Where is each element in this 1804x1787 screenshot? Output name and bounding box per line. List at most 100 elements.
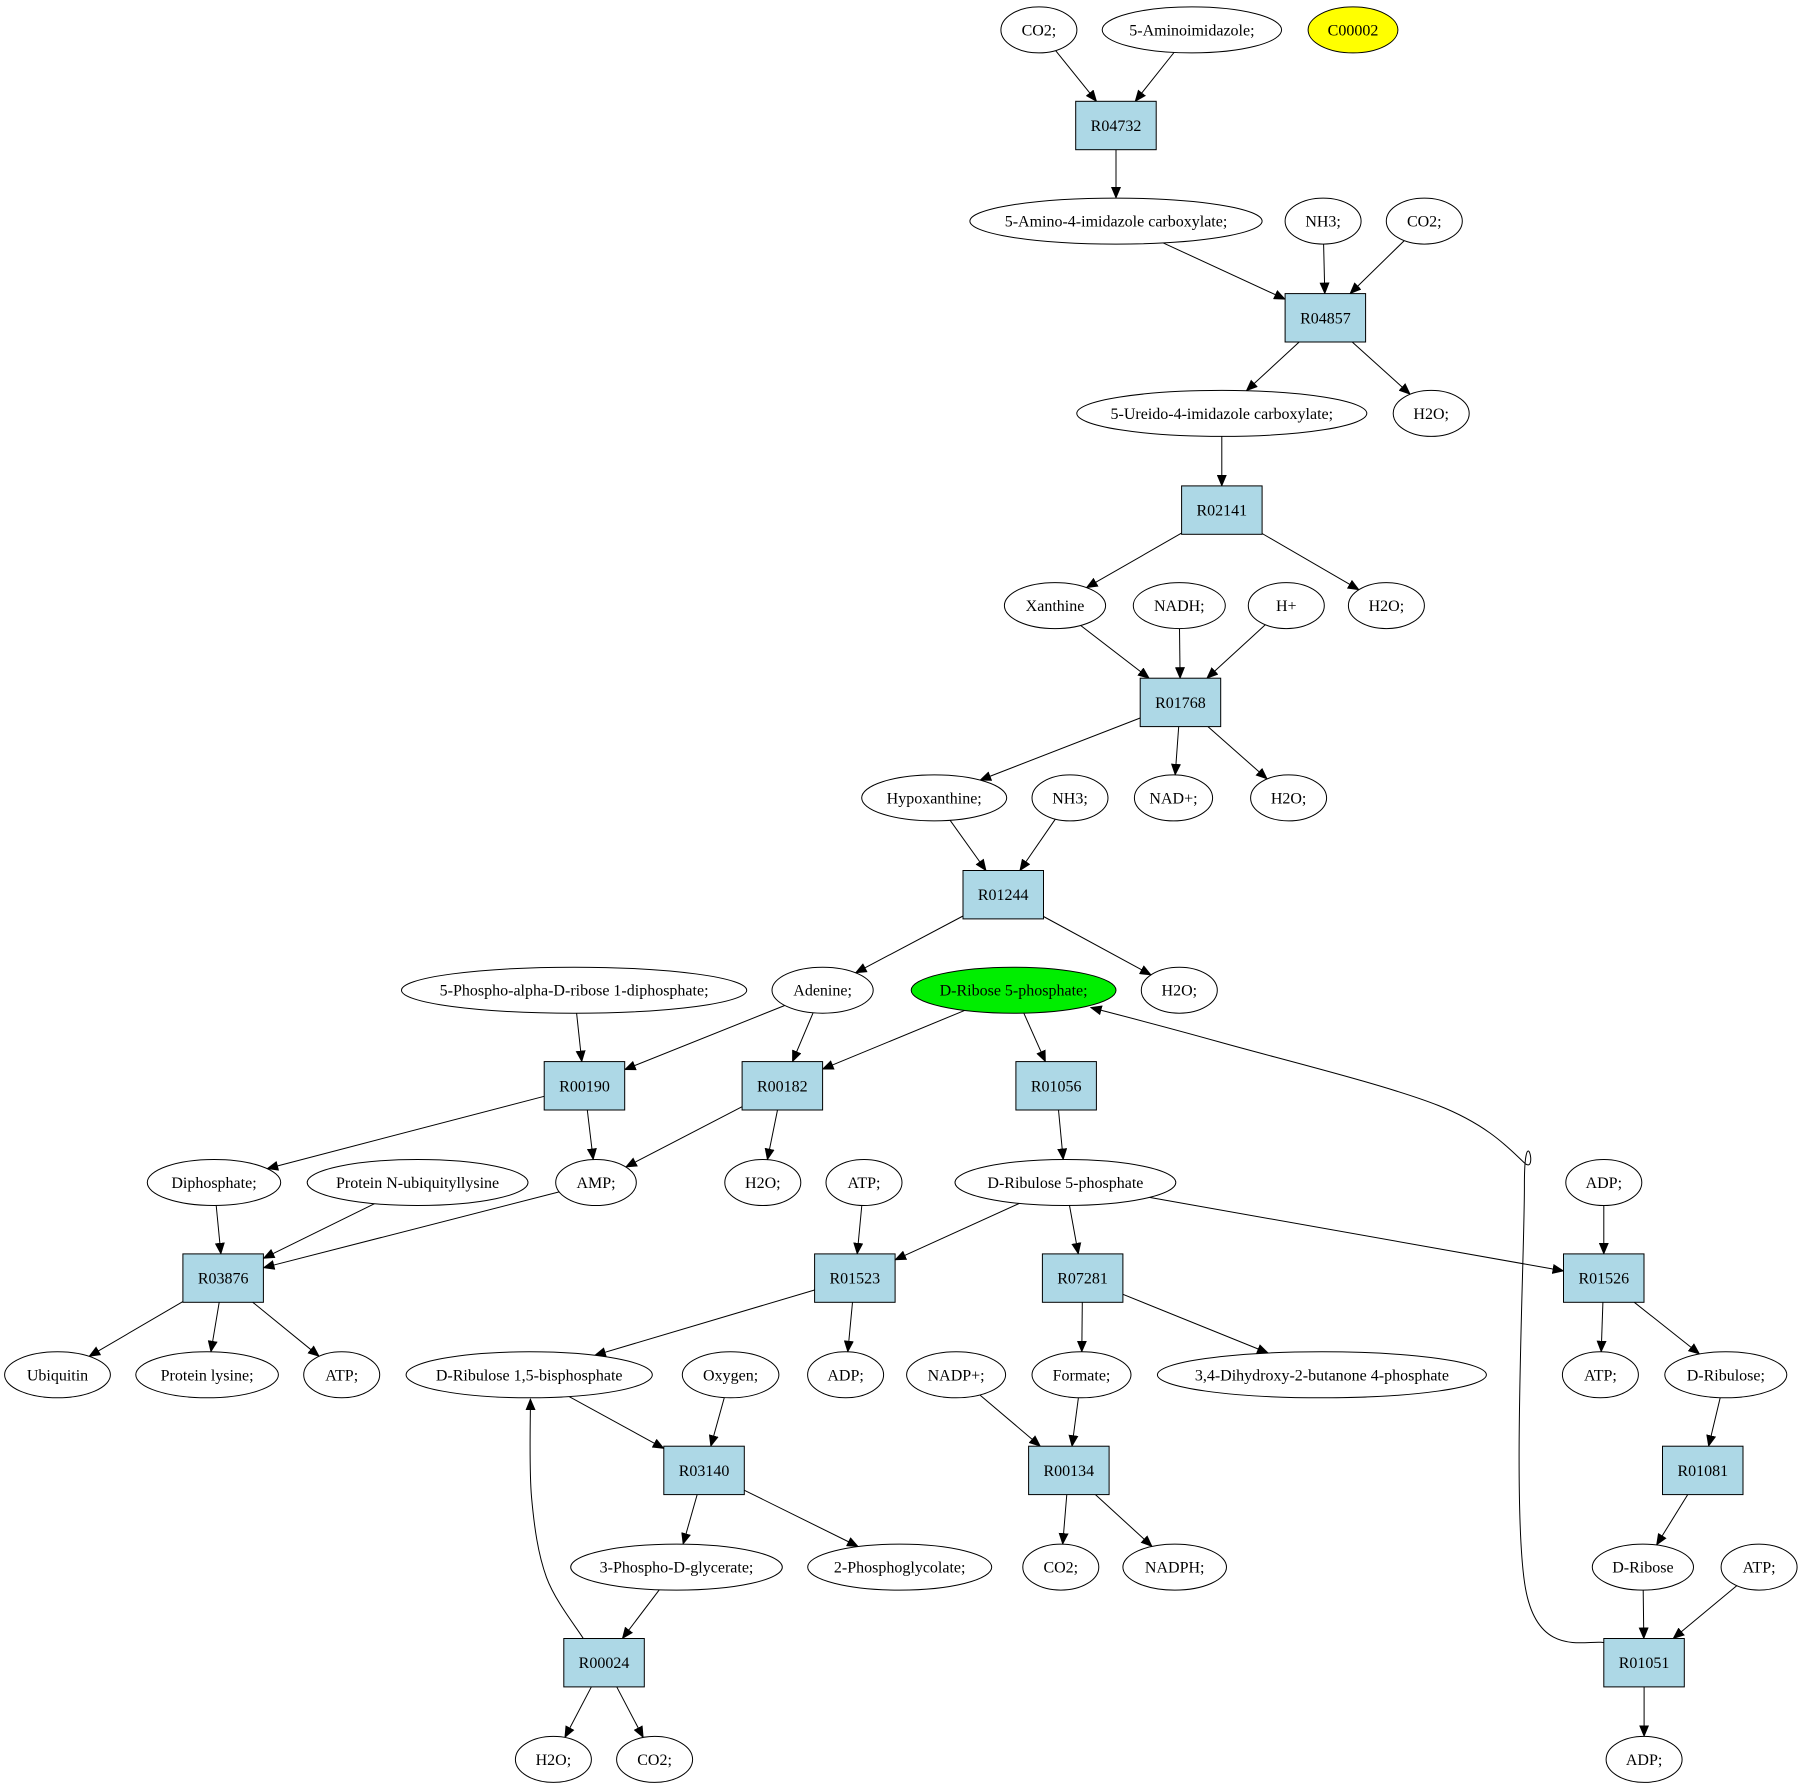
- compound-node-formate[interactable]: Formate;: [1031, 1351, 1132, 1399]
- reaction-node-r04857[interactable]: R04857: [1284, 293, 1367, 343]
- compound-node-hypoxanthine[interactable]: Hypoxanthine;: [861, 774, 1008, 822]
- compound-node-dhbp[interactable]: 3,4-Dihydroxy-2-butanone 4-phosphate: [1156, 1351, 1487, 1399]
- compound-node-dribose[interactable]: D-Ribose: [1591, 1543, 1695, 1591]
- compound-node-atp_c[interactable]: ATP;: [1561, 1351, 1639, 1399]
- compound-node-atp_b[interactable]: ATP;: [303, 1351, 381, 1399]
- node-label: R02141: [1196, 503, 1247, 520]
- compound-node-hplus[interactable]: H+: [1247, 582, 1325, 630]
- compound-node-adenine[interactable]: Adenine;: [771, 966, 874, 1014]
- compound-node-atp_d[interactable]: ATP;: [1720, 1543, 1798, 1591]
- compound-node-h2o_a[interactable]: H2O;: [1392, 389, 1470, 437]
- edge-r00134-to-co2_c: [1058, 1494, 1069, 1546]
- compound-node-adp_c[interactable]: ADP;: [1605, 1735, 1683, 1783]
- compound-ellipse: [1101, 6, 1283, 54]
- edge-r01244-to-h2o_d: [1043, 916, 1152, 976]
- reaction-box: [1284, 293, 1367, 343]
- reaction-node-r03876[interactable]: R03876: [182, 1253, 264, 1303]
- node-label: Protein N-ubiquityllysine: [336, 1175, 499, 1192]
- compound-node-adp_b[interactable]: ADP;: [807, 1351, 885, 1399]
- reaction-node-r00190[interactable]: R00190: [543, 1061, 626, 1111]
- compound-node-r5p[interactable]: D-Ribose 5-phosphate;: [910, 966, 1117, 1014]
- edge-oxygen-to-r03140: [708, 1397, 725, 1448]
- reaction-node-r01768[interactable]: R01768: [1139, 677, 1222, 728]
- reaction-node-r00182[interactable]: R00182: [741, 1061, 824, 1111]
- edge-hypoxanthine-to-r01244: [949, 820, 987, 872]
- compound-ellipse: [724, 1159, 802, 1206]
- compound-node-ureido[interactable]: 5-Ureido-4-imidazole carboxylate;: [1076, 389, 1368, 437]
- reaction-node-r01523[interactable]: R01523: [814, 1253, 896, 1303]
- reaction-node-r01081[interactable]: R01081: [1662, 1445, 1744, 1496]
- compound-node-nadph[interactable]: NADPH;: [1122, 1543, 1227, 1591]
- node-label: R00134: [1043, 1463, 1094, 1480]
- compound-node-protlys[interactable]: Protein lysine;: [135, 1351, 279, 1399]
- reaction-node-r00024[interactable]: R00024: [563, 1638, 645, 1688]
- reaction-box: [1075, 100, 1157, 151]
- compound-node-ubiquitin[interactable]: Ubiquitin: [4, 1351, 111, 1399]
- compound-ellipse: [1122, 1543, 1227, 1591]
- edge-r00024-to-co2_d: [616, 1686, 644, 1739]
- compound-node-co2_b[interactable]: CO2;: [1385, 197, 1463, 245]
- edge-r01768-to-nadplus: [1171, 726, 1181, 776]
- compound-node-h2o_d[interactable]: H2O;: [1140, 966, 1218, 1014]
- edge-r00182-to-h2o_e: [764, 1109, 778, 1161]
- compound-node-h2o_c[interactable]: H2O;: [1250, 774, 1328, 822]
- compound-node-nh3_a[interactable]: NH3;: [1284, 197, 1362, 245]
- edge-ru5p-to-r01526: [1149, 1196, 1565, 1274]
- compound-ellipse: [405, 1351, 653, 1399]
- reaction-node-r01056[interactable]: R01056: [1015, 1061, 1097, 1111]
- compound-node-pga3[interactable]: 3-Phospho-D-glycerate;: [570, 1543, 783, 1591]
- node-label: R07281: [1057, 1271, 1108, 1288]
- node-label: NAD+;: [1149, 790, 1197, 807]
- reaction-node-r01526[interactable]: R01526: [1563, 1253, 1645, 1303]
- compound-node-h2o_e[interactable]: H2O;: [724, 1159, 802, 1206]
- compound-node-rubp[interactable]: D-Ribulose 1,5-bisphosphate: [405, 1351, 653, 1399]
- compound-node-nadh[interactable]: NADH;: [1132, 582, 1226, 630]
- node-label: Oxygen;: [703, 1367, 758, 1384]
- compound-node-prpp[interactable]: 5-Phospho-alpha-D-ribose 1-diphosphate;: [400, 966, 748, 1014]
- compound-node-h2o_b[interactable]: H2O;: [1347, 582, 1425, 630]
- node-label: Protein lysine;: [161, 1367, 254, 1384]
- compound-node-oxygen[interactable]: Oxygen;: [681, 1351, 780, 1399]
- node-label: Formate;: [1053, 1367, 1111, 1384]
- compound-node-c00002[interactable]: C00002: [1307, 6, 1399, 54]
- compound-node-nadplus[interactable]: NAD+;: [1133, 774, 1214, 822]
- compound-node-diphosphate[interactable]: Diphosphate;: [146, 1159, 282, 1206]
- edge-ru5p-to-r01523: [894, 1202, 1020, 1261]
- compound-node-xanthine[interactable]: Xanthine: [1003, 582, 1107, 630]
- reaction-node-r04732[interactable]: R04732: [1075, 100, 1157, 151]
- reaction-node-r03140[interactable]: R03140: [663, 1445, 745, 1496]
- compound-node-co2_d[interactable]: CO2;: [616, 1735, 694, 1783]
- compound-node-adp_a[interactable]: ADP;: [1565, 1159, 1643, 1206]
- compound-node-h2o_f[interactable]: H2O;: [514, 1735, 592, 1783]
- reaction-node-r07281[interactable]: R07281: [1041, 1253, 1124, 1303]
- reaction-node-r00134[interactable]: R00134: [1028, 1445, 1110, 1496]
- compound-node-aica[interactable]: 5-Amino-4-imidazole carboxylate;: [969, 197, 1263, 245]
- reaction-node-r01051[interactable]: R01051: [1603, 1638, 1685, 1688]
- compound-node-co2_a[interactable]: CO2;: [1000, 6, 1078, 54]
- compound-node-co2_c[interactable]: CO2;: [1022, 1543, 1100, 1591]
- compound-ellipse: [1664, 1351, 1788, 1399]
- compound-node-pg2[interactable]: 2-Phosphoglycolate;: [807, 1543, 993, 1591]
- compound-ellipse: [954, 1159, 1177, 1206]
- compound-node-nadpplus[interactable]: NADP+;: [906, 1351, 1007, 1399]
- compound-node-atp_a[interactable]: ATP;: [825, 1159, 903, 1206]
- compound-ellipse: [1247, 582, 1325, 630]
- compound-node-ru5p[interactable]: D-Ribulose 5-phosphate: [954, 1159, 1177, 1206]
- reaction-node-r01244[interactable]: R01244: [962, 870, 1044, 920]
- compound-node-amp[interactable]: AMP;: [555, 1159, 637, 1206]
- compound-node-ribulose[interactable]: D-Ribulose;: [1664, 1351, 1788, 1399]
- node-label: Adenine;: [793, 983, 852, 1000]
- compound-ellipse: [1031, 1351, 1132, 1399]
- reaction-box: [663, 1445, 745, 1496]
- compound-node-protubly[interactable]: Protein N-ubiquityllysine: [306, 1159, 529, 1206]
- compound-ellipse: [1561, 1351, 1639, 1399]
- compound-ellipse: [807, 1543, 993, 1591]
- reaction-node-r02141[interactable]: R02141: [1181, 485, 1263, 535]
- node-label: CO2;: [1043, 1560, 1078, 1577]
- node-label: H2O;: [1413, 406, 1449, 423]
- compound-node-aminoimidazole[interactable]: 5-Aminoimidazole;: [1101, 6, 1283, 54]
- edge-r03140-to-pg2: [744, 1489, 859, 1547]
- edge-r00134-to-nadph: [1094, 1494, 1153, 1548]
- compound-node-nh3_b[interactable]: NH3;: [1031, 774, 1109, 822]
